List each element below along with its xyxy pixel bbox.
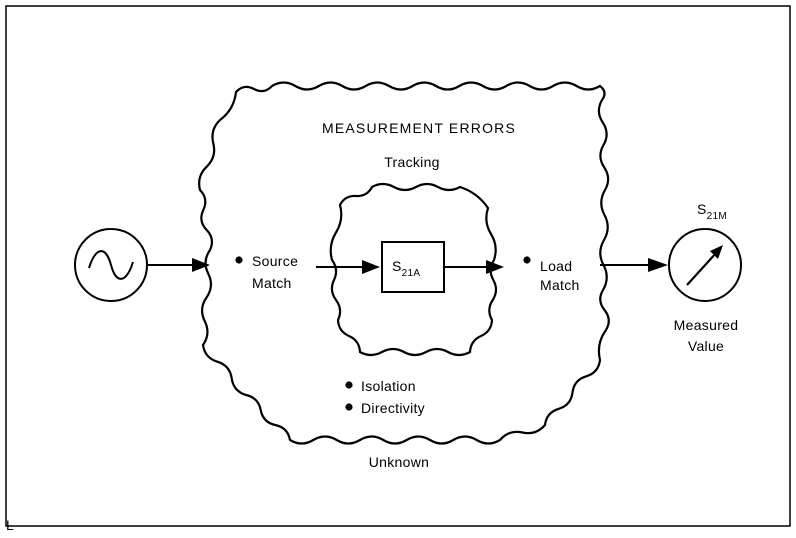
source-match-bullet <box>235 256 243 264</box>
meter-label: S21M <box>697 201 727 222</box>
isolation-bullet <box>345 381 353 389</box>
unknown-label: Unknown <box>369 454 429 470</box>
load-match-line2: Match <box>540 277 580 293</box>
device-label: S21A <box>392 258 420 279</box>
source-match-line1: Source <box>252 253 298 269</box>
load-match-line1: Load <box>540 258 572 274</box>
isolation-label: Isolation <box>361 378 416 394</box>
arrow-source-to-system <box>148 258 210 272</box>
load-match-bullet <box>523 256 531 264</box>
measured-label-line1: Measured <box>674 317 739 333</box>
source-match-line2: Match <box>252 275 292 291</box>
measurement-errors-cloud <box>198 81 610 445</box>
measurement-errors-title: MEASUREMENT ERRORS <box>322 120 516 136</box>
arrow-system-to-meter <box>600 258 668 272</box>
corner-mark: L <box>6 517 14 533</box>
diagram-frame <box>5 5 791 527</box>
arrow-device-to-load-match <box>444 260 504 274</box>
signal-source-icon <box>74 228 148 302</box>
measured-label-line2: Value <box>688 338 724 354</box>
tracking-cloud <box>329 182 498 357</box>
device-box <box>381 241 445 293</box>
tracking-label: Tracking <box>384 154 440 170</box>
directivity-bullet <box>345 403 353 411</box>
directivity-label: Directivity <box>361 400 425 416</box>
meter-icon <box>668 228 742 302</box>
arrow-source-match-to-device <box>316 260 380 274</box>
